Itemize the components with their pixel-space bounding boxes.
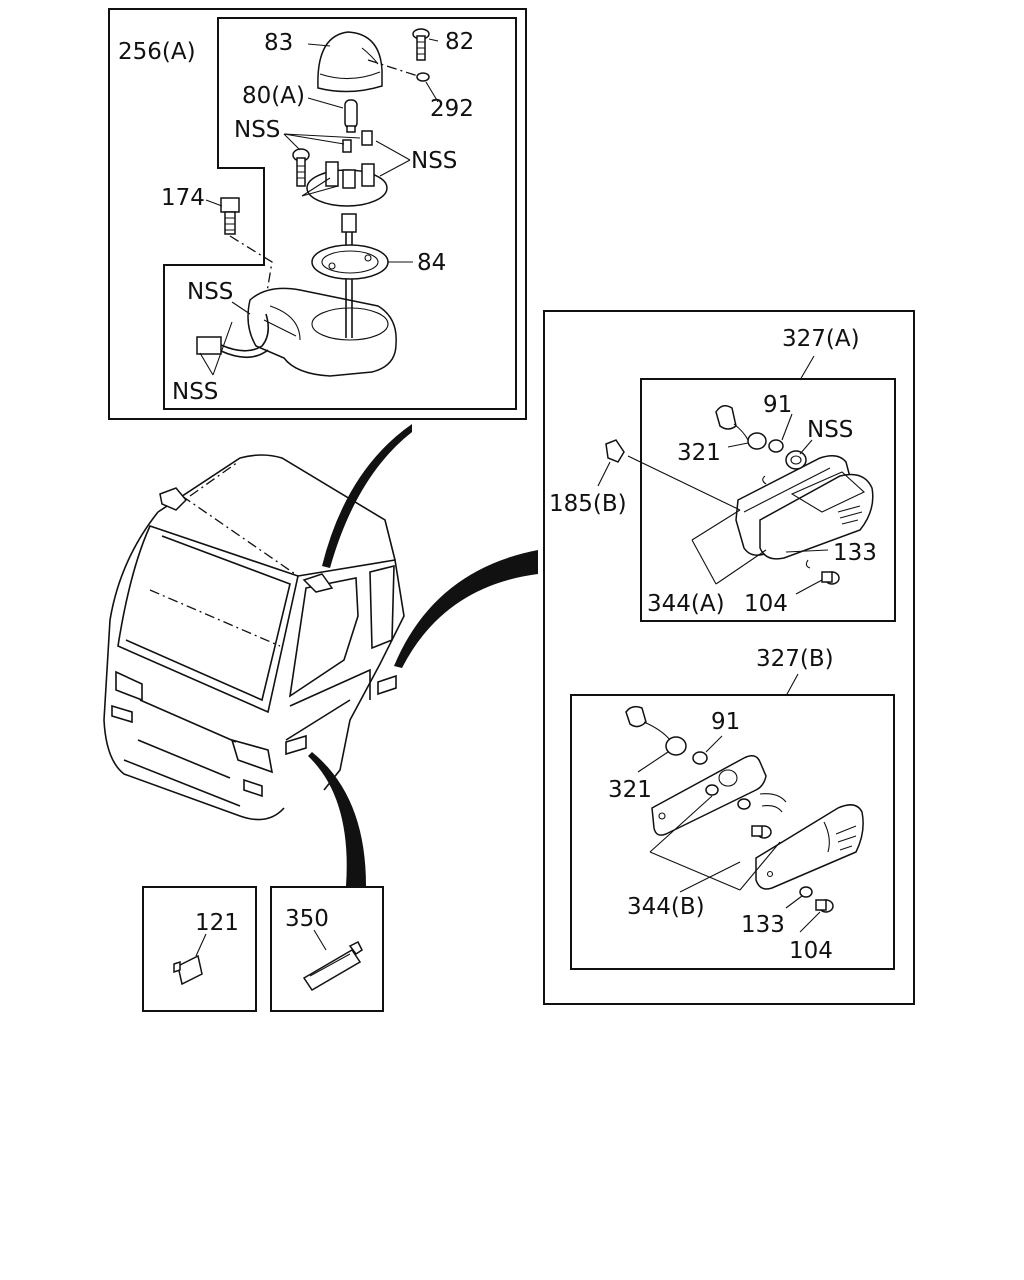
lamp-a-assembly: [735, 455, 874, 560]
windshield-dash: [149, 589, 281, 647]
label-91a: 91: [763, 392, 792, 418]
label-327a: 327(A): [782, 326, 860, 352]
pointer-side-lamp: [394, 550, 538, 668]
label-82: 82: [445, 29, 474, 55]
label-nss-top2: NSS: [411, 148, 457, 174]
part-121-marker: [173, 954, 203, 986]
bulb-80a-part: [344, 99, 358, 133]
cab-door-lines: [285, 668, 371, 741]
lamp-a-frame: [640, 378, 896, 622]
label-nss-right: NSS: [807, 417, 853, 443]
cab-headlight-right: [230, 738, 274, 774]
label-80a: 80(A): [242, 83, 305, 109]
lamp-b-washer-133: [799, 886, 813, 898]
cab-foglight-right: [243, 778, 263, 798]
label-121: 121: [195, 910, 239, 936]
cab-headlight-left: [115, 670, 143, 702]
label-nss-lamp2: NSS: [172, 379, 218, 405]
cab-side-marker-front: [285, 734, 307, 756]
cab-roof: [157, 454, 396, 561]
screw-82-part: [412, 28, 430, 61]
truck-cab-illustration: [103, 454, 405, 821]
label-174: 174: [161, 185, 205, 211]
cab-roof-lamp-side: [302, 573, 334, 593]
label-344a: 344(A): [647, 591, 725, 617]
small-pin-part: [342, 139, 352, 153]
pointer-small-parts: [308, 752, 366, 886]
label-nss-lamp1: NSS: [187, 279, 233, 305]
label-133b: 133: [741, 912, 785, 938]
cab-roof-lamp-front: [159, 487, 188, 511]
cab-side-outline: [297, 559, 405, 791]
base-84-part: [311, 244, 389, 280]
wire-connector-part: [196, 313, 270, 359]
label-84: 84: [417, 250, 446, 276]
label-185b: 185(B): [549, 491, 627, 517]
label-133a: 133: [833, 540, 877, 566]
label-321b: 321: [608, 777, 652, 803]
lamp-b-screw-104: [815, 899, 834, 913]
roof-dash: [181, 495, 299, 577]
lamp-a-socket: [715, 405, 767, 450]
label-327b: 327(B): [756, 646, 834, 672]
label-321a: 321: [677, 440, 721, 466]
cab-rear-window: [369, 564, 395, 650]
part-121-frame: [142, 886, 257, 1012]
side-lamp-outer-frame: [543, 310, 915, 1005]
cab-windshield-inner: [125, 535, 291, 702]
pointer-roof-lamp: [322, 424, 412, 568]
cab-windshield: [117, 525, 299, 714]
cab-foglight-left: [111, 704, 133, 724]
part-350-frame: [270, 886, 384, 1012]
cab-front-outline: [103, 511, 285, 821]
assembly-line: [627, 455, 741, 511]
lamp-a-washer-133: [805, 559, 811, 569]
roof-mount-part: [247, 287, 397, 377]
label-350: 350: [285, 906, 329, 932]
roof-lamp-detail: 256(A) 83 82 80(A) 292 NSS NSS 174 84 NS…: [108, 8, 527, 420]
label-256a: 256(A): [118, 39, 196, 65]
label-nss-top1: NSS: [234, 117, 280, 143]
lamp-b-bulb-91: [692, 751, 708, 765]
lamp-b-plate: [651, 755, 787, 836]
cab-side-marker-rear: [377, 674, 397, 696]
lamp-a-bulb-91: [768, 439, 784, 453]
label-104b: 104: [789, 938, 833, 964]
small-pin-part: [361, 130, 373, 146]
label-83: 83: [264, 30, 293, 56]
cab-grille-lines: [123, 699, 241, 807]
label-292: 292: [430, 96, 474, 122]
roof-dash: [189, 461, 239, 497]
bolt-174-part: [220, 197, 240, 235]
label-104a: 104: [744, 591, 788, 617]
dome-lens-part: [317, 31, 383, 93]
screw-nss-part: [292, 148, 310, 187]
label-344b: 344(B): [627, 894, 705, 920]
lamp-a-gasket-nss: [785, 450, 807, 470]
nut-185b-part: [605, 439, 625, 463]
lamp-b-nut: [737, 798, 751, 810]
lamp-b-screw: [751, 825, 772, 839]
side-lamp-detail: 327(A) 91 NSS 321 185(B) 133 344(A) 104: [543, 310, 915, 1005]
roof-lamp-outer-frame: [108, 8, 527, 420]
roof-lamp-inner-frame: [163, 17, 517, 410]
detail-pointers: [308, 424, 538, 886]
lamp-a-screw-104: [821, 571, 840, 585]
lamp-b-lens: [755, 804, 864, 890]
cab-door-window: [288, 577, 359, 698]
socket-plate-part: [301, 161, 388, 207]
small-parts-boxes: 121 350: [142, 886, 384, 1012]
lamp-a-clip: [762, 475, 767, 485]
part-350-reflector: [302, 940, 363, 992]
lamp-b-frame: [570, 694, 895, 970]
washer-292-part: [416, 72, 430, 82]
lamp-b-socket: [625, 705, 687, 756]
label-91b: 91: [711, 709, 740, 735]
assembly-line: [367, 59, 419, 77]
